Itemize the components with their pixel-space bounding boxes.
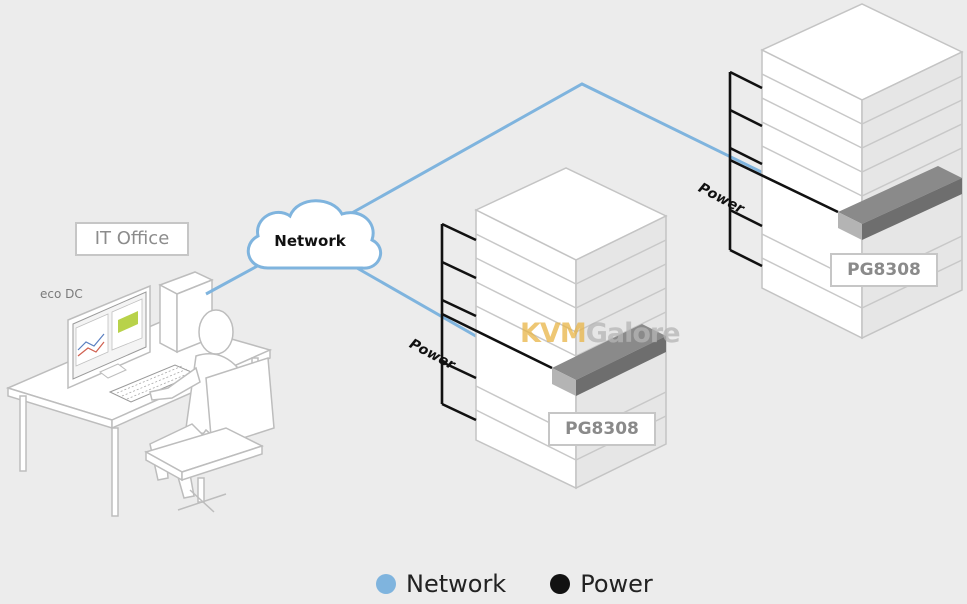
network-cloud-label: Network — [274, 232, 346, 250]
legend-label-power: Power — [580, 570, 653, 598]
legend-label-network: Network — [406, 570, 507, 598]
computer-tower — [158, 271, 214, 354]
legend: Network Power — [376, 568, 697, 600]
power-cables-1 — [440, 222, 553, 422]
eco-dc-label: eco DC — [40, 287, 83, 301]
device-label-2: PG8308 — [830, 253, 938, 287]
rack-2 — [760, 3, 964, 340]
monitor — [67, 284, 151, 390]
pdu-device-2 — [838, 166, 962, 240]
network-dot-icon — [376, 574, 396, 594]
pdu-device-1 — [552, 324, 666, 396]
watermark: KVMGalore — [520, 318, 681, 349]
it-office-label: IT Office — [75, 222, 189, 256]
legend-item-network: Network — [376, 570, 506, 598]
watermark-part-2: Galore — [585, 318, 681, 349]
power-dot-icon — [550, 574, 571, 594]
device-label-1: PG8308 — [548, 412, 656, 446]
network-cloud-icon — [246, 199, 383, 270]
power-cables-2 — [728, 70, 839, 268]
network-line-device-2 — [349, 82, 844, 216]
watermark-part-1: KVM — [520, 318, 587, 349]
legend-item-power: Power — [550, 570, 653, 598]
chair — [144, 356, 275, 513]
